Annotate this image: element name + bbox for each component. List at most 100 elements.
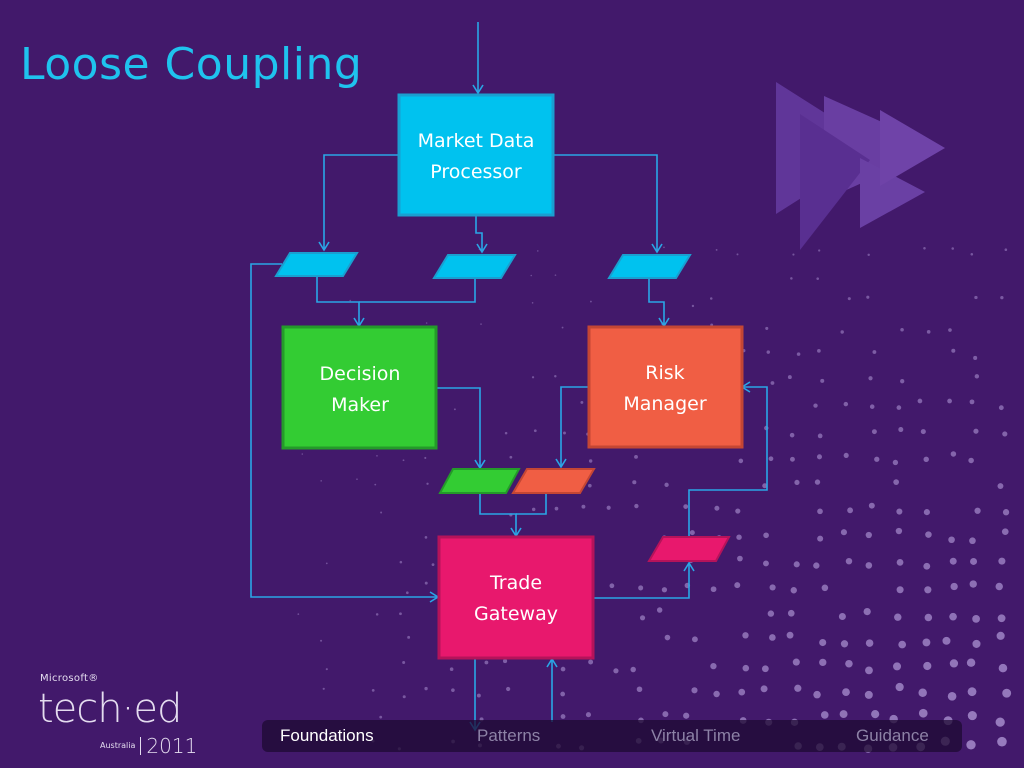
mdp-to-queue3-arrow: [553, 154, 663, 254]
decorative-dot: [371, 689, 375, 692]
decorative-dot: [349, 299, 352, 302]
decorative-dot: [736, 253, 739, 256]
queue-gateway[interactable]: [647, 536, 731, 562]
decorative-dot: [895, 527, 903, 535]
node-label-line1: Trade: [489, 572, 542, 594]
decorative-dot: [969, 580, 977, 588]
decorative-dot: [925, 531, 932, 538]
decorative-dot: [742, 664, 750, 672]
decorative-dot: [842, 688, 850, 697]
decorative-dot: [399, 560, 403, 564]
decorative-dot: [325, 562, 328, 565]
decorative-dot: [794, 479, 800, 486]
decorative-dot: [868, 376, 873, 381]
decorative-dot: [405, 591, 409, 595]
decorative-dot: [531, 302, 534, 304]
decorative-dot: [996, 631, 1005, 640]
decorative-dot: [947, 691, 957, 701]
decorative-dot: [898, 427, 904, 433]
decorative-dot: [792, 253, 795, 256]
decorative-dot: [734, 582, 741, 589]
decorative-dot: [790, 277, 793, 280]
decorative-dot: [949, 557, 957, 565]
node-trade-gateway[interactable]: Trade Gateway: [437, 535, 595, 660]
decorative-dot: [738, 458, 744, 464]
decorative-dot: [374, 483, 377, 486]
decorative-dot: [865, 639, 874, 647]
decorative-dot: [710, 662, 717, 670]
decorative-dot: [866, 295, 870, 299]
decorative-dot: [590, 300, 592, 303]
decorative-dot: [838, 612, 846, 621]
decorative-dot: [926, 330, 931, 334]
decorative-dot: [503, 659, 508, 664]
queue1-to-decision-arrow: [316, 277, 365, 328]
decorative-dot: [536, 250, 539, 252]
decorative-dot: [560, 666, 566, 672]
decorative-dot: [554, 274, 557, 276]
decorative-dot: [609, 583, 615, 589]
decorative-dot: [816, 454, 822, 460]
year-label: 2011: [146, 734, 198, 758]
nav-item-virtual-time[interactable]: Virtual Time: [651, 726, 741, 745]
decorative-dot: [918, 708, 928, 718]
decorative-dot: [847, 507, 854, 514]
nav-item-guidance[interactable]: Guidance: [856, 726, 929, 745]
queue-risk[interactable]: [511, 468, 596, 494]
decorative-dot: [402, 661, 406, 665]
gateway-to-queue-arrow: [594, 561, 695, 599]
decorative-dot: [325, 668, 328, 671]
decorative-dot: [969, 399, 975, 405]
queue-decision[interactable]: [438, 468, 521, 494]
queue-market-2[interactable]: [432, 254, 517, 279]
decorative-dot: [451, 688, 455, 692]
decorative-dot: [896, 558, 904, 566]
decorative-dot: [998, 405, 1004, 411]
nav-item-foundations[interactable]: Foundations: [280, 726, 374, 745]
decorative-dot: [636, 686, 643, 693]
decorative-dot: [949, 659, 959, 668]
decorative-dot: [509, 455, 513, 459]
decorative-dot: [892, 459, 899, 466]
decorative-dot: [376, 455, 378, 457]
decorative-dot: [997, 483, 1004, 490]
decorative-dot: [560, 691, 566, 697]
decorative-dot: [840, 640, 849, 648]
mdp-to-queue2-arrow: [475, 215, 488, 254]
decorative-dot: [995, 582, 1003, 591]
node-risk-manager[interactable]: Risk Manager: [587, 325, 744, 449]
decorative-dot: [924, 613, 933, 622]
nav-item-patterns[interactable]: Patterns: [477, 726, 541, 745]
decorative-dot: [973, 355, 978, 360]
decorative-dot: [967, 687, 977, 697]
decorative-dot: [580, 400, 584, 404]
queue-market-1[interactable]: [274, 252, 359, 277]
decorative-dot: [402, 459, 405, 462]
decorative-dot: [872, 350, 877, 354]
decorative-dot: [865, 562, 873, 569]
decorative-dot: [847, 297, 851, 301]
section-navigation: Foundations Patterns Virtual Time Guidan…: [262, 720, 962, 752]
node-market-data-processor[interactable]: Market Data Processor: [397, 93, 555, 217]
decorative-dot: [426, 482, 429, 485]
decorative-dot: [1002, 431, 1008, 437]
decorative-dot: [763, 560, 769, 567]
decorative-dot: [736, 534, 742, 540]
node-decision-maker[interactable]: Decision Maker: [281, 325, 438, 450]
decorative-dot: [970, 252, 974, 256]
decorative-dot: [531, 376, 535, 379]
decorative-dot: [868, 502, 875, 509]
decorative-dot: [843, 401, 849, 407]
decorative-dot: [664, 482, 669, 487]
queue-market-3[interactable]: [607, 254, 692, 279]
decorative-dot: [969, 537, 976, 545]
decorative-dot: [817, 508, 823, 515]
decorative-dot: [407, 635, 411, 639]
decorative-dot: [819, 639, 827, 647]
node-label-line1: Decision: [320, 363, 401, 385]
decorative-dot: [814, 479, 821, 485]
decorative-dot: [691, 687, 698, 694]
slide-title: Loose Coupling: [20, 39, 363, 90]
decorative-dot: [761, 665, 769, 673]
